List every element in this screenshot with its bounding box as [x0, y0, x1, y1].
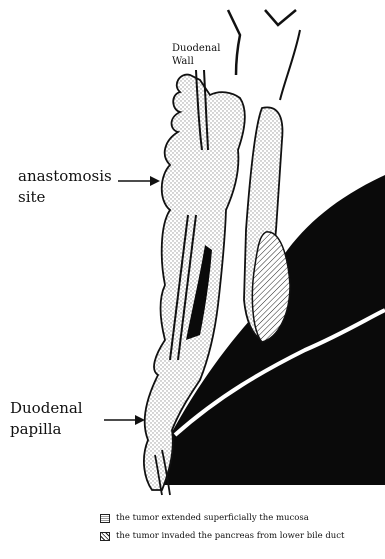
legend-text-hatched: the tumor invaded the pancreas from lowe…: [116, 531, 344, 541]
upper-duct-left: [228, 10, 240, 75]
duodenal-papilla-label: Duodenal papilla: [10, 398, 83, 440]
hatched-swatch-icon: [100, 532, 110, 541]
dotted-swatch-icon: [100, 514, 110, 523]
upper-duct-right: [265, 10, 296, 25]
anastomosis-arrowhead: [150, 176, 160, 186]
legend-item-dotted: the tumor extended superficially the muc…: [100, 513, 309, 523]
legend-text-dotted: the tumor extended superficially the muc…: [116, 513, 309, 523]
duodenal-wall-label: Duodenal Wall: [172, 42, 220, 68]
bile-duct-right-wall: [280, 30, 300, 100]
legend-item-hatched: the tumor invaded the pancreas from lowe…: [100, 531, 344, 541]
anastomosis-site-label: anastomosis site: [18, 166, 112, 208]
papilla-arrowhead: [135, 415, 145, 425]
